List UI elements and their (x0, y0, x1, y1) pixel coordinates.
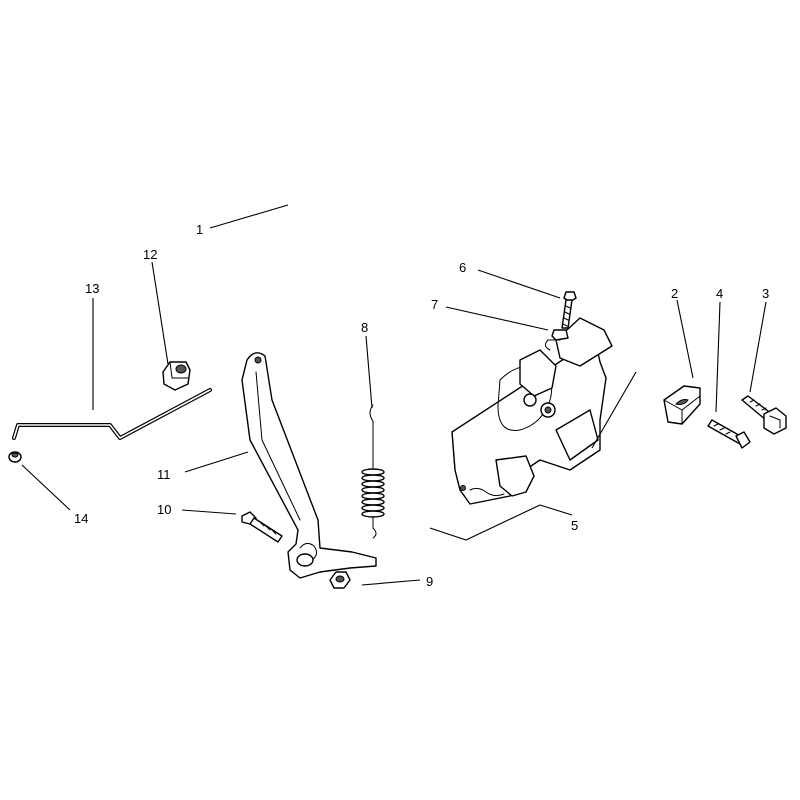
bolt-part (241, 511, 283, 543)
leader-7 (445, 306, 549, 331)
flange-bolt-part (741, 395, 787, 435)
lever-arm-part (241, 352, 377, 579)
washer-part (551, 329, 569, 341)
short-bolt-part (707, 419, 751, 449)
screw-part (561, 291, 577, 329)
leader-11 (184, 451, 249, 473)
callout-2: 2 (671, 286, 678, 301)
leader-5-right (591, 371, 637, 449)
callout-13: 13 (85, 281, 99, 296)
leader-2 (676, 299, 694, 379)
leader-4 (715, 301, 721, 413)
nut-part (329, 571, 351, 589)
leader-5 (539, 504, 573, 516)
leader-3 (749, 301, 767, 393)
callout-1: 1 (196, 222, 203, 237)
grommet-part (8, 451, 22, 463)
callout-10: 10 (157, 502, 171, 517)
callout-11: 11 (157, 467, 171, 482)
linkage-rod-part (12, 388, 212, 440)
leader-14 (21, 464, 71, 511)
callout-14: 14 (74, 511, 88, 526)
callout-8: 8 (361, 320, 368, 335)
callout-5: 5 (571, 518, 578, 533)
callout-6: 6 (459, 260, 466, 275)
callout-labels: 1 2 3 4 5 6 7 8 9 10 11 12 13 14 (74, 222, 769, 589)
control-rod-part (287, 190, 553, 245)
callout-7: 7 (431, 297, 438, 312)
leader-12 (151, 261, 169, 365)
callout-9: 9 (426, 574, 433, 589)
leader-8 (365, 335, 373, 409)
leader-9 (361, 579, 421, 586)
plate-assembly-part (451, 317, 613, 505)
bracket-clip-part (663, 385, 701, 425)
leader-6 (477, 269, 561, 299)
leader-1 (209, 204, 289, 229)
leader-lines (21, 204, 767, 586)
callout-12: 12 (143, 247, 157, 262)
clamp-part (162, 361, 191, 391)
leader-10 (181, 509, 237, 515)
callout-3: 3 (762, 286, 769, 301)
spring-part (361, 404, 385, 539)
callout-4: 4 (716, 286, 723, 301)
leader-5-left (429, 504, 541, 541)
